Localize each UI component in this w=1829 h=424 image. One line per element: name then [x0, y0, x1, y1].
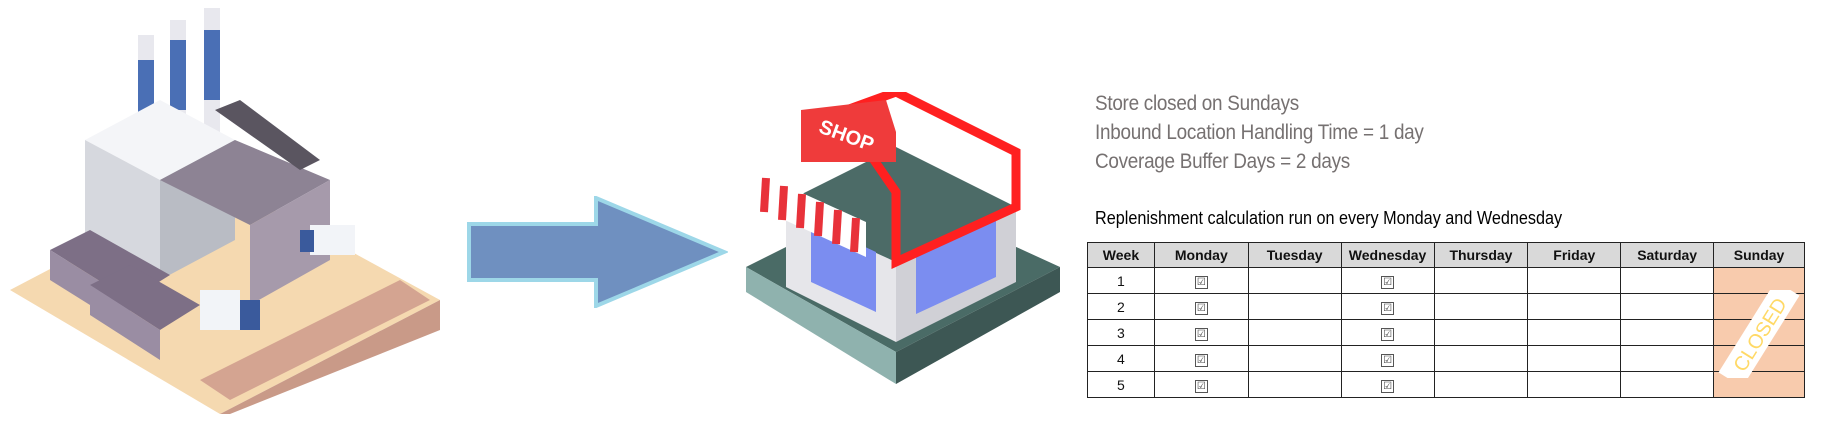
header-tuesday: Tuesday — [1247, 242, 1342, 268]
week-number: 1 — [1087, 267, 1155, 294]
empty-cell — [1247, 371, 1342, 398]
checkbox-checked-icon: ☑ — [1194, 302, 1208, 315]
header-monday: Monday — [1153, 242, 1249, 268]
table-caption: Replenishment calculation run on every M… — [1095, 208, 1563, 228]
header-wednesday: Wednesday — [1340, 242, 1435, 268]
checkbox-checked-icon: ☑ — [1381, 354, 1395, 367]
table-row: 4 ☑ ☑ — [1087, 345, 1805, 372]
checkbox-checked-icon: ☑ — [1194, 354, 1208, 367]
check-cell: ☑ — [1340, 293, 1435, 320]
empty-cell — [1247, 293, 1342, 320]
empty-cell — [1620, 319, 1715, 346]
check-cell: ☑ — [1153, 293, 1249, 320]
empty-cell — [1620, 371, 1715, 398]
empty-cell — [1247, 319, 1342, 346]
header-sunday: Sunday — [1713, 242, 1805, 268]
table-row: 1 ☑ ☑ — [1087, 267, 1805, 294]
empty-cell — [1433, 267, 1529, 294]
sunday-closed-cell — [1713, 345, 1805, 372]
check-cell: ☑ — [1153, 267, 1249, 294]
checkbox-checked-icon: ☑ — [1194, 380, 1208, 393]
check-cell: ☑ — [1340, 345, 1435, 372]
factory-illustration — [10, 8, 440, 414]
table-header-row: Week Monday Tuesday Wednesday Thursday F… — [1087, 242, 1805, 268]
info-coverage-buffer: Coverage Buffer Days = 2 days — [1095, 150, 1350, 173]
table-row: 5 ☑ ☑ — [1087, 371, 1805, 398]
header-friday: Friday — [1527, 242, 1622, 268]
header-thursday: Thursday — [1433, 242, 1529, 268]
checkbox-checked-icon: ☑ — [1381, 302, 1395, 315]
empty-cell — [1620, 293, 1715, 320]
empty-cell — [1247, 345, 1342, 372]
shop-illustration: SHOP — [746, 92, 1060, 384]
right-arrow-icon — [467, 196, 728, 308]
sunday-closed-cell — [1713, 267, 1805, 294]
checkbox-checked-icon: ☑ — [1381, 380, 1395, 393]
sunday-closed-cell — [1713, 293, 1805, 320]
check-cell: ☑ — [1340, 319, 1435, 346]
empty-cell — [1433, 345, 1529, 372]
check-cell: ☑ — [1153, 345, 1249, 372]
empty-cell — [1433, 371, 1529, 398]
check-cell: ☑ — [1153, 371, 1249, 398]
checkbox-checked-icon: ☑ — [1381, 276, 1395, 289]
empty-cell — [1620, 267, 1715, 294]
sunday-closed-cell — [1713, 371, 1805, 398]
week-number: 2 — [1087, 293, 1155, 320]
table-row: 3 ☑ ☑ — [1087, 319, 1805, 346]
check-cell: ☑ — [1153, 319, 1249, 346]
info-handling-time: Inbound Location Handling Time = 1 day — [1095, 121, 1424, 144]
empty-cell — [1433, 293, 1529, 320]
week-number: 3 — [1087, 319, 1155, 346]
sunday-closed-cell — [1713, 319, 1805, 346]
empty-cell — [1527, 345, 1622, 372]
empty-cell — [1433, 319, 1529, 346]
empty-cell — [1527, 371, 1622, 398]
empty-cell — [1620, 345, 1715, 372]
checkbox-checked-icon: ☑ — [1194, 276, 1208, 289]
week-number: 4 — [1087, 345, 1155, 372]
checkbox-checked-icon: ☑ — [1194, 328, 1208, 341]
header-week: Week — [1087, 242, 1155, 268]
empty-cell — [1527, 319, 1622, 346]
check-cell: ☑ — [1340, 267, 1435, 294]
info-store-closed: Store closed on Sundays — [1095, 92, 1299, 115]
checkbox-checked-icon: ☑ — [1381, 328, 1395, 341]
empty-cell — [1527, 267, 1622, 294]
empty-cell — [1247, 267, 1342, 294]
replenishment-schedule-table: Week Monday Tuesday Wednesday Thursday F… — [1087, 242, 1805, 398]
week-number: 5 — [1087, 371, 1155, 398]
table-row: 2 ☑ ☑ — [1087, 293, 1805, 320]
header-saturday: Saturday — [1620, 242, 1715, 268]
check-cell: ☑ — [1340, 371, 1435, 398]
empty-cell — [1527, 293, 1622, 320]
